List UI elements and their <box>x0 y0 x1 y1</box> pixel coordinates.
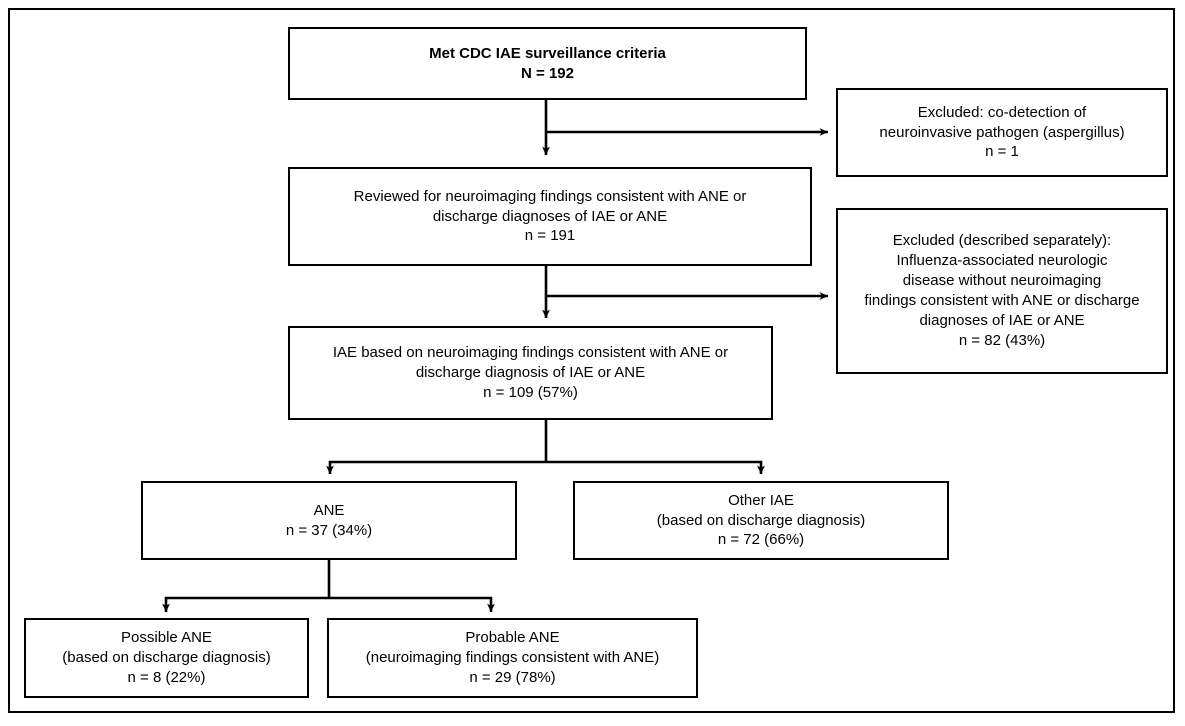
probable-ane-box: Probable ANE (neuroimaging findings cons… <box>327 618 698 698</box>
node-line: (based on discharge diagnosis) <box>656 511 866 529</box>
reviewed-for-neuroimaging-findings-box: Reviewed for neuroimaging findings consi… <box>288 167 812 266</box>
node-count: n = 29 (78%) <box>469 668 556 686</box>
ane-box: ANE n = 37 (34%) <box>141 481 517 560</box>
node-line: discharge diagnoses of IAE or ANE <box>432 207 668 225</box>
node-line: Influenza-associated neurologic <box>896 252 1108 270</box>
iae-based-on-neuroimaging-box: IAE based on neuroimaging findings consi… <box>288 326 773 420</box>
node-count: n = 72 (66%) <box>717 531 805 549</box>
node-line: discharge diagnosis of IAE or ANE <box>415 364 646 382</box>
excluded-co-detection-box: Excluded: co-detection of neuroinvasive … <box>836 88 1168 177</box>
node-line: Probable ANE <box>465 629 560 647</box>
node-line: (neuroimaging findings consistent with A… <box>365 649 660 667</box>
node-count: n = 37 (34%) <box>285 521 373 539</box>
node-count: n = 8 (22%) <box>127 668 206 686</box>
node-line: diagnoses of IAE or ANE <box>919 311 1085 329</box>
other-iae-box: Other IAE (based on discharge diagnosis)… <box>573 481 949 560</box>
node-line: Met CDC IAE surveillance criteria <box>429 44 666 62</box>
excluded-described-separately-box: Excluded (described separately): Influen… <box>836 208 1168 374</box>
node-line: findings consistent with ANE or discharg… <box>864 292 1140 309</box>
node-line: Possible ANE <box>121 629 212 647</box>
node-line: IAE based on neuroimaging findings consi… <box>332 344 729 362</box>
node-line: neuroinvasive pathogen (aspergillus) <box>879 123 1125 141</box>
met-cdc-iae-surveillance-criteria-box: Met CDC IAE surveillance criteria N = 19… <box>288 27 807 100</box>
node-count: n = 1 <box>985 143 1019 161</box>
node-line: Other IAE <box>728 491 794 509</box>
node-count: n = 82 (43%) <box>958 331 1046 349</box>
node-count: n = 191 <box>524 227 576 245</box>
node-count: n = 109 (57%) <box>483 383 578 401</box>
node-line: (based on discharge diagnosis) <box>62 649 271 667</box>
node-line: ANE <box>313 501 345 519</box>
node-count: N = 192 <box>521 64 574 82</box>
node-line: Reviewed for neuroimaging findings consi… <box>353 187 747 205</box>
node-line: Excluded: co-detection of <box>917 103 1087 121</box>
possible-ane-box: Possible ANE (based on discharge diagnos… <box>24 618 309 698</box>
node-line: Excluded (described separately): <box>892 232 1112 250</box>
node-line: disease without neuroimaging <box>902 272 1102 290</box>
